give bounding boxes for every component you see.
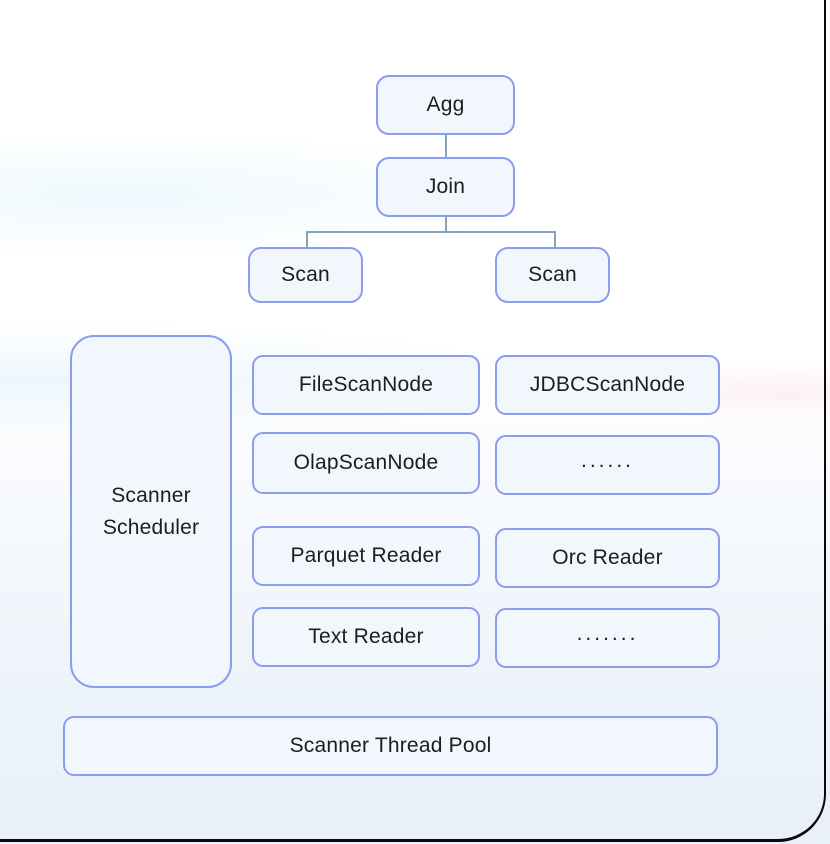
node-text-reader: Text Reader <box>252 607 480 667</box>
connector-horizontal <box>306 231 556 233</box>
scanner-scheduler-label-line1: Scanner <box>111 484 191 507</box>
node-orc-reader: Orc Reader <box>495 528 720 588</box>
connector-scan-left-stub <box>306 231 308 248</box>
connector-join-stub <box>445 217 447 232</box>
node-file-scan-node: FileScanNode <box>252 355 480 415</box>
connector-scan-right-stub <box>554 231 556 248</box>
connector-agg-join <box>445 135 447 157</box>
node-scanner-thread-pool: Scanner Thread Pool <box>63 716 718 776</box>
node-join: Join <box>376 157 515 217</box>
node-parquet-reader: Parquet Reader <box>252 526 480 586</box>
node-scan-node-ellipsis: ...... <box>495 435 720 495</box>
node-scan-right: Scan <box>495 247 610 303</box>
scanner-scheduler-label-line2: Scheduler <box>102 515 200 539</box>
node-olap-scan-node: OlapScanNode <box>252 432 480 494</box>
ellipsis-text: ...... <box>580 449 634 472</box>
node-scan-left: Scan <box>248 247 363 303</box>
node-agg: Agg <box>376 75 515 135</box>
ellipsis-text: ....... <box>576 622 639 645</box>
node-jdbc-scan-node: JDBCScanNode <box>495 355 720 415</box>
node-reader-ellipsis: ....... <box>495 608 720 668</box>
node-scanner-scheduler: Scanner Scheduler <box>70 335 232 688</box>
